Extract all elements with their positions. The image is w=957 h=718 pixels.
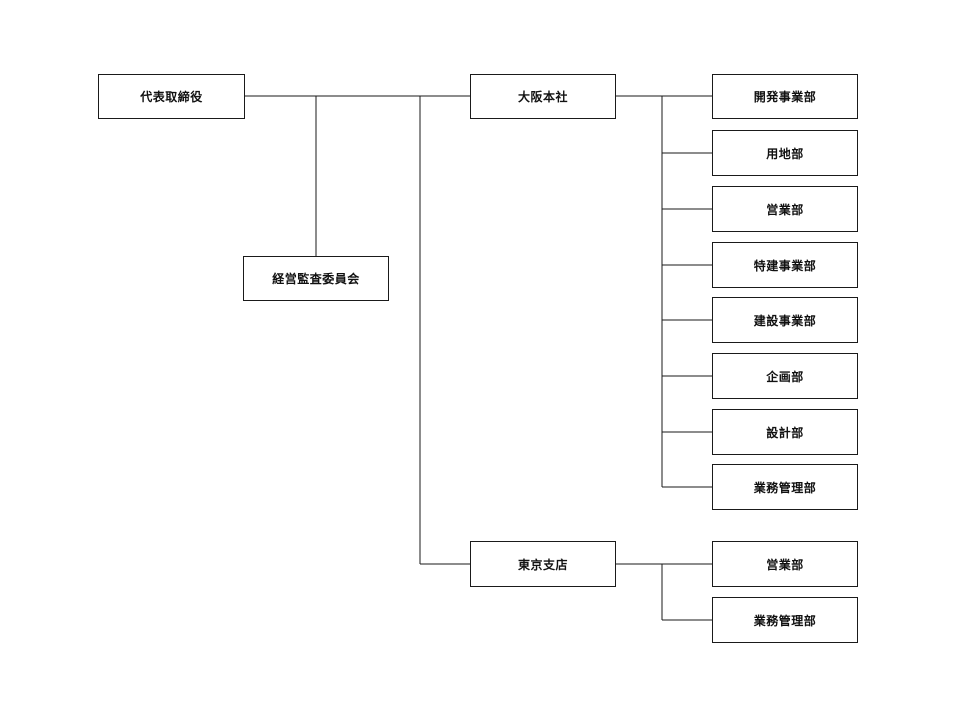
node-osaka-dept: 建設事業部: [712, 297, 858, 343]
node-osaka-dept-label: 企画部: [766, 369, 804, 384]
node-tokyo-dept-label: 業務管理部: [753, 613, 817, 628]
node-osaka-dept: 設計部: [712, 409, 858, 455]
node-ceo-label: 代表取締役: [140, 90, 203, 104]
node-ceo: 代表取締役: [98, 74, 245, 119]
node-audit-committee-label: 経営監査委員会: [272, 272, 360, 286]
node-osaka-dept: 営業部: [712, 186, 858, 232]
node-osaka-dept-label: 用地部: [766, 146, 804, 161]
node-audit-committee: 経営監査委員会: [243, 256, 389, 301]
node-osaka-dept-label: 特建事業部: [753, 258, 817, 273]
node-tokyo-dept: 業務管理部: [712, 597, 858, 643]
node-osaka-dept: 特建事業部: [712, 242, 858, 288]
node-osaka-hq-label: 大阪本社: [517, 90, 568, 104]
node-osaka-dept-label: 建設事業部: [753, 313, 817, 328]
node-osaka-dept: 企画部: [712, 353, 858, 399]
node-osaka-dept-label: 設計部: [766, 425, 804, 440]
node-tokyo-branch: 東京支店: [470, 541, 616, 587]
node-tokyo-dept-label: 営業部: [766, 557, 804, 572]
node-tokyo-branch-label: 東京支店: [517, 557, 568, 572]
node-osaka-hq: 大阪本社: [470, 74, 616, 119]
node-osaka-dept-label: 開発事業部: [753, 90, 817, 104]
node-osaka-dept: 業務管理部: [712, 464, 858, 510]
node-osaka-dept-label: 業務管理部: [753, 480, 817, 495]
node-osaka-dept: 用地部: [712, 130, 858, 176]
node-tokyo-dept: 営業部: [712, 541, 858, 587]
node-osaka-dept-label: 営業部: [766, 202, 804, 217]
node-osaka-dept: 開発事業部: [712, 74, 858, 119]
